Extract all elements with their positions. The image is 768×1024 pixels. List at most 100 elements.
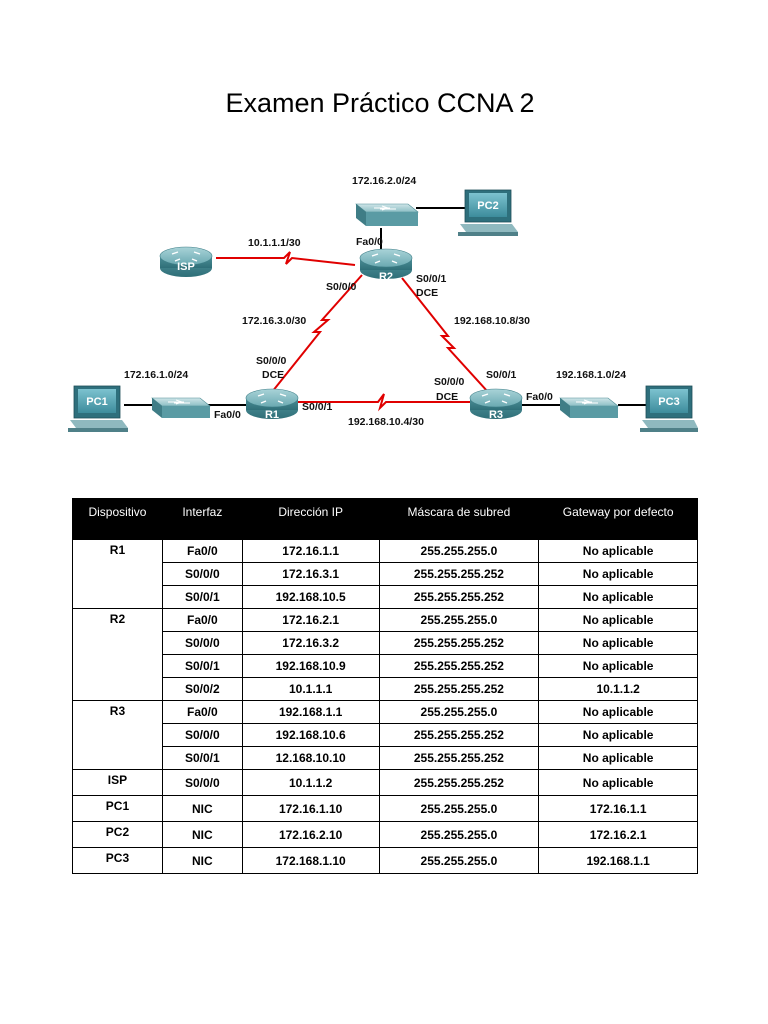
page-title: Examen Práctico CCNA 2	[225, 88, 535, 118]
label-r2-dce: DCE	[416, 287, 438, 299]
pc-pc2[interactable]: PC2	[458, 189, 518, 236]
gateway-cell: No aplicable	[538, 631, 698, 655]
device-cell: R1	[72, 539, 163, 609]
interface-cell: S0/0/0	[161, 562, 243, 586]
switch-lan-r1[interactable]	[151, 397, 211, 418]
label-r1-s001: S0/0/1	[302, 401, 333, 413]
subnet-mask-cell: 255.255.255.0	[378, 795, 540, 822]
label-r2-fa00: Fa0/0	[356, 236, 383, 248]
device-cell: R2	[72, 608, 163, 701]
ip-address-cell: 192.168.10.5	[241, 585, 380, 609]
ip-address-cell: 172.16.1.1	[241, 539, 380, 563]
subnet-mask-cell: 255.255.255.252	[378, 585, 540, 609]
r3-device-label: R3	[489, 409, 503, 421]
device-cell: R3	[72, 700, 163, 770]
interface-cell: S0/0/0	[161, 769, 243, 796]
router-r2[interactable]: R2	[359, 248, 413, 283]
label-r1-dce: DCE	[262, 369, 284, 381]
link-isp-r2	[216, 251, 356, 266]
subnet-mask-cell: 255.255.255.252	[378, 723, 540, 747]
ip-address-cell: 10.1.1.2	[241, 769, 380, 796]
gateway-cell: 172.16.2.1	[538, 821, 698, 848]
interface-cell: NIC	[161, 847, 243, 874]
gateway-cell: No aplicable	[538, 539, 698, 563]
switch-lan-r2[interactable]	[355, 203, 419, 226]
ip-address-cell: 172.16.3.2	[241, 631, 380, 655]
topology-labels: 172.16.2.0/24 10.1.1.1/30 Fa0/0 S0/0/1 D…	[124, 175, 626, 428]
label-net-r1-r3: 192.168.10.4/30	[348, 416, 424, 428]
network-topology-diagram: ISP R2 R1 R3	[68, 175, 698, 432]
label-r3-dce: DCE	[436, 391, 458, 403]
switch-lan-r3[interactable]	[559, 397, 619, 418]
label-r3-s001: S0/0/1	[486, 369, 517, 381]
ip-address-cell: 10.1.1.1	[241, 677, 380, 701]
pc-pc1[interactable]: PC1	[68, 385, 128, 432]
ip-address-cell: 172.168.1.10	[241, 847, 380, 874]
device-cell: PC2	[72, 821, 163, 848]
router-isp[interactable]: ISP	[159, 246, 213, 277]
gateway-cell: No aplicable	[538, 654, 698, 678]
label-net-isp-r2: 10.1.1.1/30	[248, 237, 301, 249]
device-cell: PC3	[72, 847, 163, 874]
label-net-lan-r3: 192.168.1.0/24	[556, 369, 626, 381]
label-net-r2-r3: 192.168.10.8/30	[454, 315, 530, 327]
gateway-cell: No aplicable	[538, 769, 698, 796]
interface-cell: S0/0/0	[161, 631, 243, 655]
gateway-cell: No aplicable	[538, 562, 698, 586]
gateway-cell: No aplicable	[538, 700, 698, 724]
subnet-mask-cell: 255.255.255.0	[378, 821, 540, 848]
subnet-mask-cell: 255.255.255.252	[378, 746, 540, 770]
label-r1-s000: S0/0/0	[256, 355, 287, 367]
r1-device-label: R1	[265, 409, 279, 421]
header-subnet-mask: Máscara de subred	[378, 498, 540, 540]
label-net-r1-r2: 172.16.3.0/30	[242, 315, 306, 327]
router-r3[interactable]: R3	[469, 388, 523, 421]
subnet-mask-cell: 255.255.255.0	[378, 847, 540, 874]
link-r1-r3	[298, 393, 470, 412]
label-r2-s001: S0/0/1	[416, 273, 447, 285]
gateway-cell: No aplicable	[538, 608, 698, 632]
header-device: Dispositivo	[72, 498, 163, 540]
subnet-mask-cell: 255.255.255.252	[378, 654, 540, 678]
interface-cell: Fa0/0	[161, 539, 243, 563]
header-interface: Interfaz	[161, 498, 243, 540]
subnet-mask-cell: 255.255.255.252	[378, 769, 540, 796]
device-cell: PC1	[72, 795, 163, 822]
label-r3-fa00: Fa0/0	[526, 391, 553, 403]
subnet-mask-cell: 255.255.255.0	[378, 608, 540, 632]
interface-cell: S0/0/0	[161, 723, 243, 747]
gateway-cell: 172.16.1.1	[538, 795, 698, 822]
ip-address-cell: 192.168.10.6	[241, 723, 380, 747]
label-r2-s000: S0/0/0	[326, 281, 357, 293]
header-ip-address: Dirección IP	[241, 498, 380, 540]
serial-links	[216, 251, 489, 412]
interface-cell: Fa0/0	[161, 608, 243, 632]
label-r1-fa00: Fa0/0	[214, 409, 241, 421]
pc1-device-label: PC1	[86, 396, 107, 408]
label-r3-s000: S0/0/0	[434, 376, 465, 388]
gateway-cell: 192.168.1.1	[538, 847, 698, 874]
subnet-mask-cell: 255.255.255.0	[378, 539, 540, 563]
table-header-row: Dispositivo Interfaz Dirección IP Máscar…	[72, 498, 698, 540]
header-default-gateway: Gateway por defecto	[538, 498, 698, 540]
pc2-device-label: PC2	[477, 200, 498, 212]
router-r1[interactable]: R1	[245, 388, 299, 421]
device-cell: ISP	[72, 769, 163, 796]
gateway-cell: 10.1.1.2	[538, 677, 698, 701]
ip-address-cell: 172.16.2.10	[241, 821, 380, 848]
pc-pc3[interactable]: PC3	[640, 385, 698, 432]
ip-address-cell: 192.168.1.1	[241, 700, 380, 724]
ip-address-cell: 172.16.1.10	[241, 795, 380, 822]
interface-cell: NIC	[161, 795, 243, 822]
